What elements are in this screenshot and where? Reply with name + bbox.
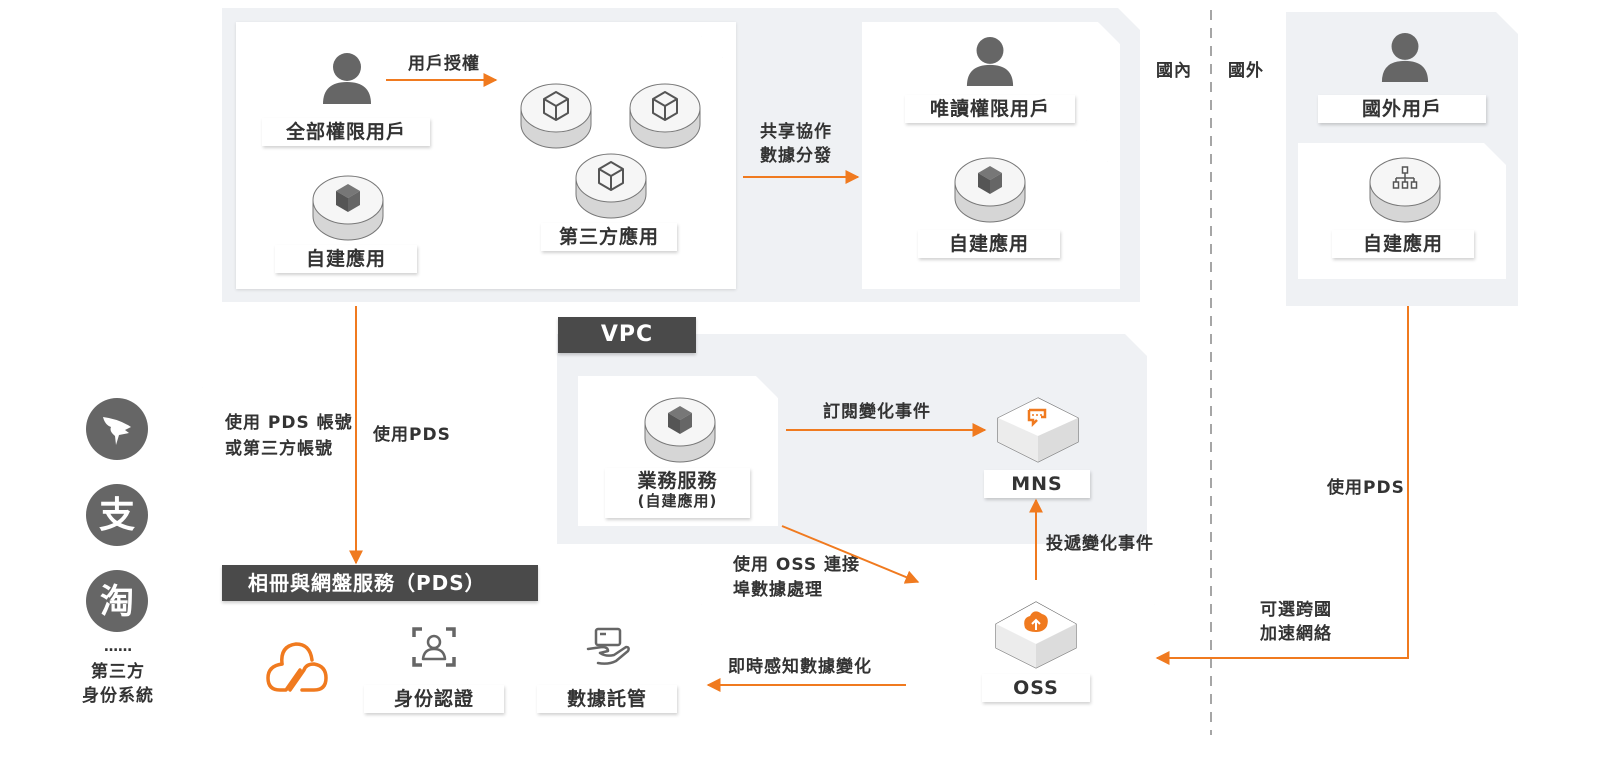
face-scan-icon [412, 627, 456, 667]
edge-label-oss-connect-line1: 使用 OSS 連接 [733, 555, 861, 575]
self-app-label: 自建應用 [275, 245, 417, 273]
vpc-header: VPC [558, 317, 696, 353]
alipay-glyph: 支 [99, 495, 135, 536]
oss-icon [995, 601, 1077, 669]
edge-label-use-pds-left: 使用PDS [373, 425, 451, 445]
taobao-glyph: 淘 [100, 582, 134, 622]
identity-label-line2: 身份系統 [82, 686, 154, 706]
edge-label-user-authorize: 用戶授權 [408, 54, 480, 74]
taobao-icon: 淘 [86, 570, 148, 632]
readonly-app-label: 自建應用 [918, 230, 1060, 258]
cube-outline-node-icon [520, 83, 592, 149]
third-party-app-label: 第三方應用 [541, 223, 677, 251]
edge-label-deliver-events: 投遞變化事件 [1046, 534, 1154, 554]
cube-outline-node-icon [575, 153, 647, 219]
cube-node-icon [312, 175, 384, 241]
edge-label-share-line1: 共享協作 [760, 122, 832, 142]
edge-label-use-pds-right: 使用PDS [1327, 478, 1405, 498]
overseas-app-label: 自建應用 [1332, 230, 1474, 258]
edge-label-realtime-perceive: 即時感知數據變化 [728, 657, 872, 677]
mns-label: MNS [984, 470, 1090, 498]
edge-label-pds-account-line1: 使用 PDS 帳號 [225, 413, 353, 433]
cube-node-icon [644, 397, 716, 463]
oss-label: OSS [982, 674, 1090, 702]
alipay-icon: 支 [86, 484, 148, 546]
pds-header: 相冊與網盤服務（PDS） [222, 565, 538, 601]
edge-label-oss-connect-line2: 埠數據處理 [733, 580, 823, 600]
region-label-overseas: 國外 [1228, 61, 1264, 81]
identity-label-line1: 第三方 [91, 662, 145, 682]
full-access-user-label: 全部權限用戶 [262, 118, 430, 146]
user-icon [1381, 32, 1429, 82]
identity-auth-label: 身份認證 [364, 685, 504, 713]
readonly-user-label: 唯讀權限用戶 [905, 95, 1075, 123]
overseas-user-label: 國外用戶 [1318, 95, 1486, 123]
edge-label-cross-border-line2: 加速網絡 [1260, 624, 1332, 644]
edge-label-cross-border-line1: 可選跨國 [1260, 600, 1332, 620]
cube-node-icon [954, 157, 1026, 223]
pds-cloud-logo [266, 642, 328, 692]
user-icon [323, 53, 371, 104]
region-label-domestic: 國內 [1156, 61, 1192, 81]
data-hosting-label: 數據託管 [537, 685, 677, 713]
edge-label-subscribe-events: 訂閱變化事件 [823, 402, 931, 422]
hand-card-icon [586, 627, 630, 665]
identity-ellipsis: …… [104, 639, 132, 655]
edge-label-share-line2: 數據分發 [760, 146, 832, 166]
cube-outline-node-icon [629, 83, 701, 149]
mns-icon [997, 397, 1079, 463]
business-service-label: 業務服務 (自建應用) [605, 468, 750, 518]
network-node-icon [1369, 157, 1441, 223]
user-icon [966, 36, 1014, 86]
edge-label-pds-account-line2: 或第三方帳號 [225, 439, 333, 459]
dingtalk-icon [86, 398, 148, 460]
business-service-label-line2: (自建應用) [637, 492, 718, 510]
business-service-label-line1: 業務服務 [637, 470, 718, 492]
